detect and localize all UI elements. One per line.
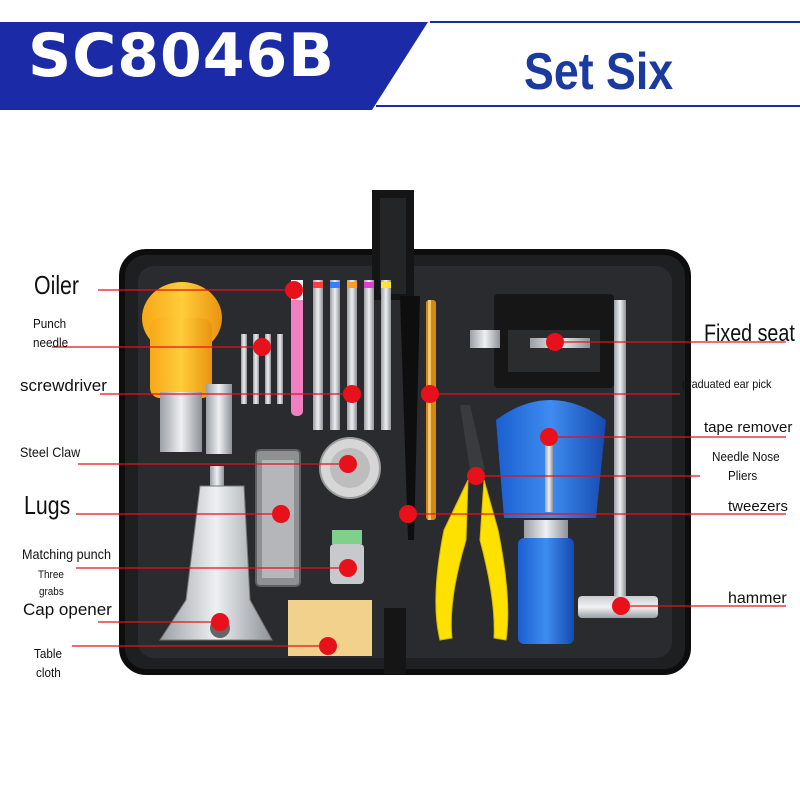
marker-steel-claw — [339, 455, 357, 473]
label-needle-nose-line2: Pliers — [728, 468, 758, 483]
header-shapes — [0, 0, 800, 110]
marker-matching-punch — [339, 559, 357, 577]
marker-cap-opener — [211, 613, 229, 631]
label-hammer: hammer — [728, 590, 787, 607]
model-banner-shape — [0, 22, 428, 110]
label-cap-opener: Cap opener — [23, 600, 112, 619]
label-steel-claw: Steel Claw — [20, 444, 81, 460]
label-tape-remover: tape remover — [704, 419, 793, 436]
model-number: SC8046B — [28, 21, 335, 91]
label-tweezers: tweezers — [728, 498, 789, 515]
label-three-grabs-line1: Three — [38, 569, 64, 581]
marker-tape-remover — [540, 428, 558, 446]
label-three-grabs-line2: grabs — [39, 586, 64, 598]
marker-pliers — [467, 467, 485, 485]
label-lugs: Lugs — [24, 490, 71, 520]
marker-oiler — [285, 281, 303, 299]
label-oiler: Oiler — [34, 270, 80, 300]
label-fixed-seat: Fixed seat — [704, 320, 795, 347]
oiler-pen — [291, 280, 303, 416]
tweezers-tool — [400, 296, 420, 540]
header-banner: SC8046B Set Six — [0, 0, 800, 110]
screwdrivers — [313, 280, 391, 430]
case-zipper — [384, 608, 406, 674]
callout-layer — [52, 281, 786, 655]
label-needle-nose-line1: Needle Nose — [712, 449, 780, 464]
set-title: Set Six — [524, 43, 674, 101]
label-matching-punch: Matching punch — [22, 546, 111, 562]
label-table-cloth-line1: Table — [34, 646, 62, 661]
marker-punch-needle — [253, 338, 271, 356]
marker-hammer — [612, 597, 630, 615]
marker-screwdriver — [343, 385, 361, 403]
marker-table-cloth — [319, 637, 337, 655]
label-punch-needle-line1: Punch — [33, 316, 67, 331]
punch-needles — [241, 334, 283, 404]
label-table-cloth-line2: cloth — [36, 665, 61, 680]
marker-ear-pick — [421, 385, 439, 403]
ear-pick-tool — [426, 300, 436, 520]
label-punch-needle-line2: needle — [33, 335, 69, 350]
label-graduated-ear-pick: graduated ear pick — [682, 377, 772, 391]
label-screwdriver: screwdriver — [20, 376, 107, 395]
marker-tweezers — [399, 505, 417, 523]
case-opener-tool — [142, 282, 232, 454]
needle-nose-pliers-tool — [435, 405, 509, 641]
marker-lugs — [272, 505, 290, 523]
marker-fixed-seat — [546, 333, 564, 351]
